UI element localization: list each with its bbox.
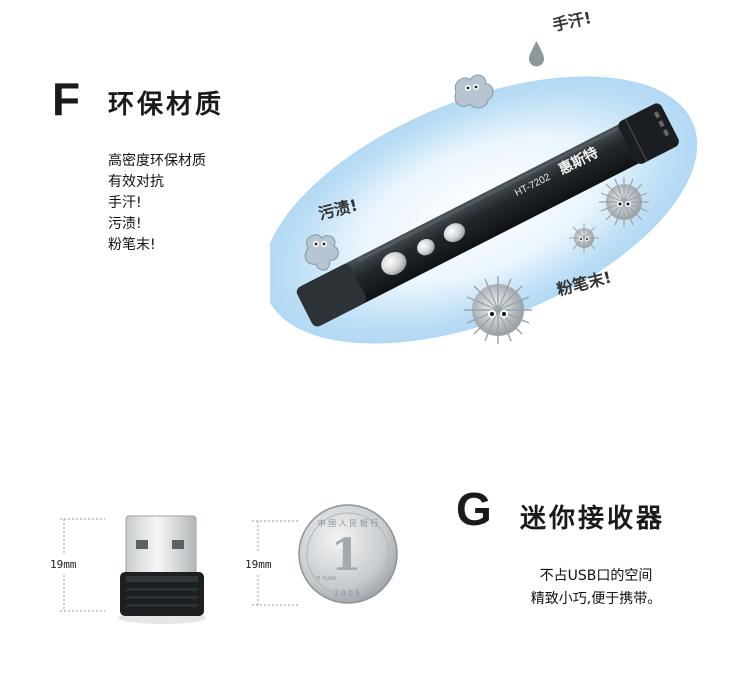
stain-blob-icon bbox=[304, 234, 339, 271]
receiver-line: 精致小巧,便于携带。 bbox=[530, 591, 662, 607]
pen-button bbox=[443, 223, 466, 243]
coin-dimension-label: 19mm bbox=[245, 558, 272, 571]
coin-rim-text: 中 国 人 民 银 行 bbox=[318, 518, 379, 528]
chalk-dust-icon bbox=[569, 223, 599, 253]
feature-line: 粉笔末! bbox=[108, 237, 156, 253]
coin-value: 1 bbox=[331, 530, 362, 581]
usb-receiver bbox=[118, 515, 206, 624]
feature-line: 手汗! bbox=[108, 195, 142, 211]
coin-dimension-guide bbox=[252, 520, 300, 606]
coin-year: 2005 bbox=[334, 589, 362, 598]
presenter-pen: HT-7202 惠斯特 bbox=[296, 103, 679, 327]
section-g-letter: G bbox=[456, 483, 492, 535]
receiver-dimension-label: 19mm bbox=[50, 558, 77, 571]
receiver-line: 不占USB口的空间 bbox=[539, 568, 653, 584]
chalk-dust-icon bbox=[464, 276, 532, 344]
section-g-description: 不占USB口的空间 精致小巧,便于携带。 bbox=[496, 565, 696, 611]
section-f-title: 环保材质 bbox=[108, 90, 225, 120]
section-f-letter: F bbox=[52, 73, 81, 125]
section-g-title: 迷你接收器 bbox=[520, 504, 666, 534]
pen-illustration: HT-7202 惠斯特 bbox=[270, 41, 698, 344]
feature-line: 有效对抗 bbox=[108, 174, 164, 190]
stain-blob-icon bbox=[454, 74, 494, 109]
sweat-drop-icon bbox=[529, 41, 544, 67]
pen-button bbox=[417, 238, 435, 256]
coin-unit: YI YUAN bbox=[315, 576, 336, 582]
receiver-dimension-guide bbox=[60, 518, 105, 612]
feature-line: 高密度环保材质 bbox=[108, 153, 206, 169]
chalk-dust-icon bbox=[599, 177, 649, 227]
feature-line: 污渍! bbox=[108, 216, 142, 232]
one-yuan-coin: 中 国 人 民 银 行 1 YI YUAN 2005 bbox=[298, 504, 398, 604]
section-f-feature-list: 高密度环保材质 有效对抗 手汗! 污渍! 粉笔末! bbox=[108, 151, 206, 256]
pen-button bbox=[381, 252, 407, 275]
